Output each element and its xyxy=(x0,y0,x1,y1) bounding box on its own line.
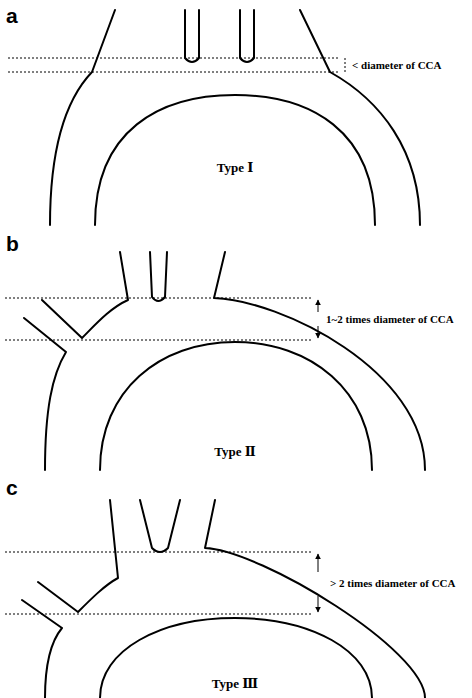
dimension-arrow xyxy=(318,300,319,312)
arch-outer-wall xyxy=(22,600,62,698)
branch-crotch xyxy=(240,10,254,62)
arch-outer-wall xyxy=(24,318,66,470)
branch-crotch xyxy=(140,500,180,552)
dimension-note: < diameter of CCA xyxy=(352,59,441,72)
branch-crotch xyxy=(42,252,128,338)
level-line xyxy=(5,298,312,299)
level-line xyxy=(5,552,312,553)
type-one-arch xyxy=(50,10,420,225)
arch-outer-wall xyxy=(50,10,115,225)
dimension-arrow xyxy=(318,596,319,612)
panel-letter: a xyxy=(6,4,18,28)
type-label: Type Ⅰ xyxy=(217,161,254,176)
dimension-arrow xyxy=(318,326,319,338)
level-line xyxy=(8,72,340,73)
level-bracket xyxy=(345,58,346,72)
arch-inner-wall xyxy=(100,618,372,698)
arch-outer-wall xyxy=(300,10,420,225)
branch-crotch xyxy=(185,10,199,62)
arch-inner-wall xyxy=(95,95,375,225)
type-label: Type Ⅲ xyxy=(212,677,258,692)
dimension-arrow xyxy=(318,554,319,572)
type-label: Type Ⅱ xyxy=(214,445,255,460)
panel-letter: c xyxy=(6,476,18,500)
panel-letter: b xyxy=(6,232,19,256)
dimension-note: > 2 times diameter of CCA xyxy=(330,577,456,590)
level-line xyxy=(5,340,312,341)
branch-crotch xyxy=(150,252,167,301)
dimension-note: 1~2 times diameter of CCA xyxy=(326,313,454,326)
type-three-arch xyxy=(22,500,425,698)
level-line xyxy=(8,58,340,59)
type-two-arch xyxy=(24,252,425,470)
arch-outer-wall xyxy=(214,252,425,470)
arch-inner-wall xyxy=(100,342,372,470)
branch-crotch xyxy=(38,500,118,612)
level-line xyxy=(5,614,312,615)
arch-outer-wall xyxy=(205,500,425,698)
